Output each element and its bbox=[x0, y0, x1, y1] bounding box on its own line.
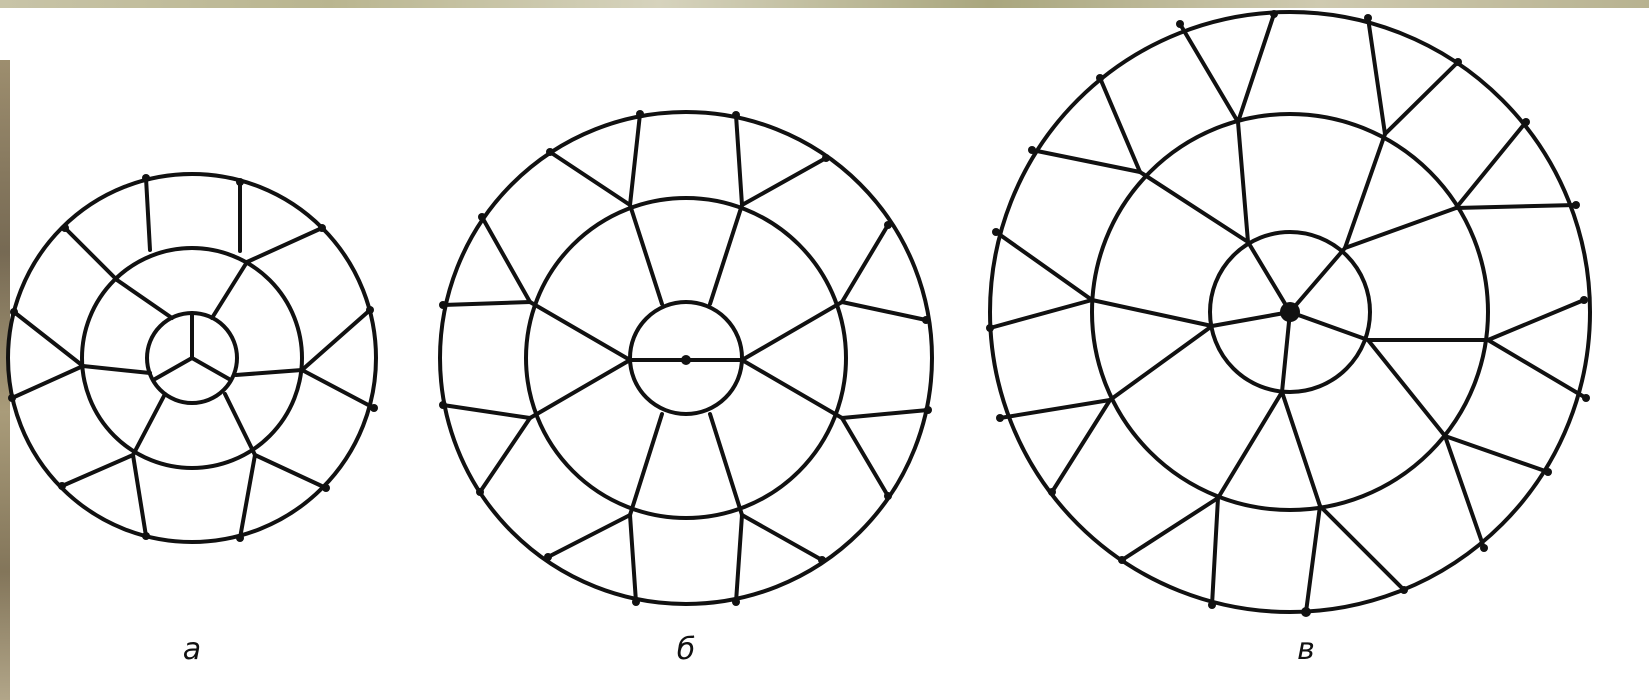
pattern-v bbox=[986, 10, 1590, 617]
caption-b: б bbox=[677, 632, 696, 667]
pattern-a bbox=[8, 174, 378, 542]
caption-a: а bbox=[183, 632, 201, 667]
pattern-b bbox=[439, 110, 932, 606]
caption-v: в bbox=[1297, 632, 1315, 667]
